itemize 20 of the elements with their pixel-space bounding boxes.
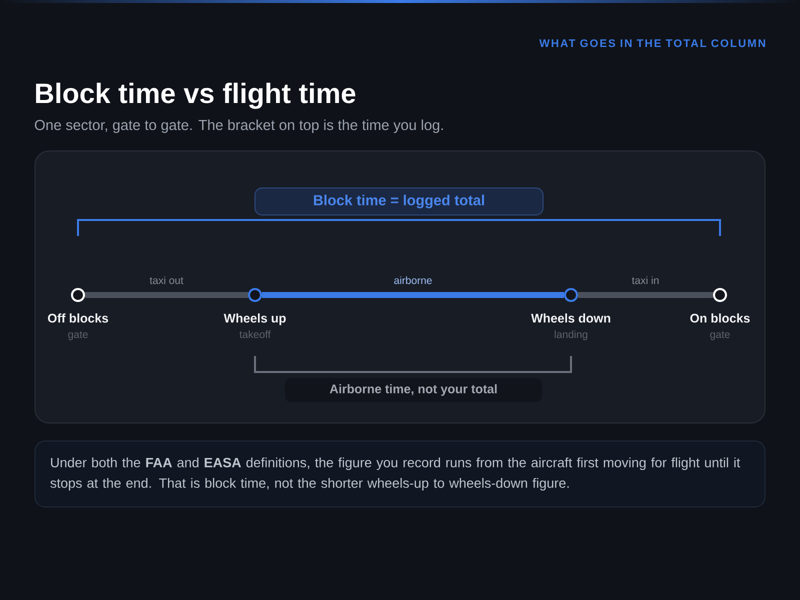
- badge: Block time = logged total: [254, 188, 544, 216]
- point-label: Wheels up: [224, 313, 286, 326]
- point-label: Off blocks: [48, 313, 108, 323]
- point-label: On blocks: [690, 313, 750, 323]
- timeline-segment: [85, 292, 248, 298]
- section-tag: WHAT GOES IN THE TOTAL COLUMN: [539, 39, 766, 48]
- edge-label: taxi in: [632, 276, 659, 284]
- point-sublabel: gate: [710, 331, 730, 340]
- point-sublabel: landing: [554, 330, 588, 340]
- timeline-segment: [578, 292, 713, 298]
- subheading: One sector, gate to gate. The bracket on top is the time you log.: [34, 119, 443, 133]
- point-label: Wheels down: [531, 313, 610, 323]
- timeline-segment: [262, 292, 564, 298]
- heading: Block time vs flight time: [36, 82, 356, 109]
- point-sublabel: takeoff: [240, 330, 271, 338]
- edge-label: airborne: [394, 276, 432, 284]
- note-box: Under both the FAA and EASA definitions, the figure you record runs from the aircraft first moving for flight until it stops at the end. That is block time, not the shorter wheels-up to wheels-down figure.: [34, 440, 766, 508]
- badge: Airborne time, not your total: [285, 378, 542, 402]
- point-sublabel: gate: [68, 331, 88, 340]
- edge-label: taxi out: [150, 276, 184, 284]
